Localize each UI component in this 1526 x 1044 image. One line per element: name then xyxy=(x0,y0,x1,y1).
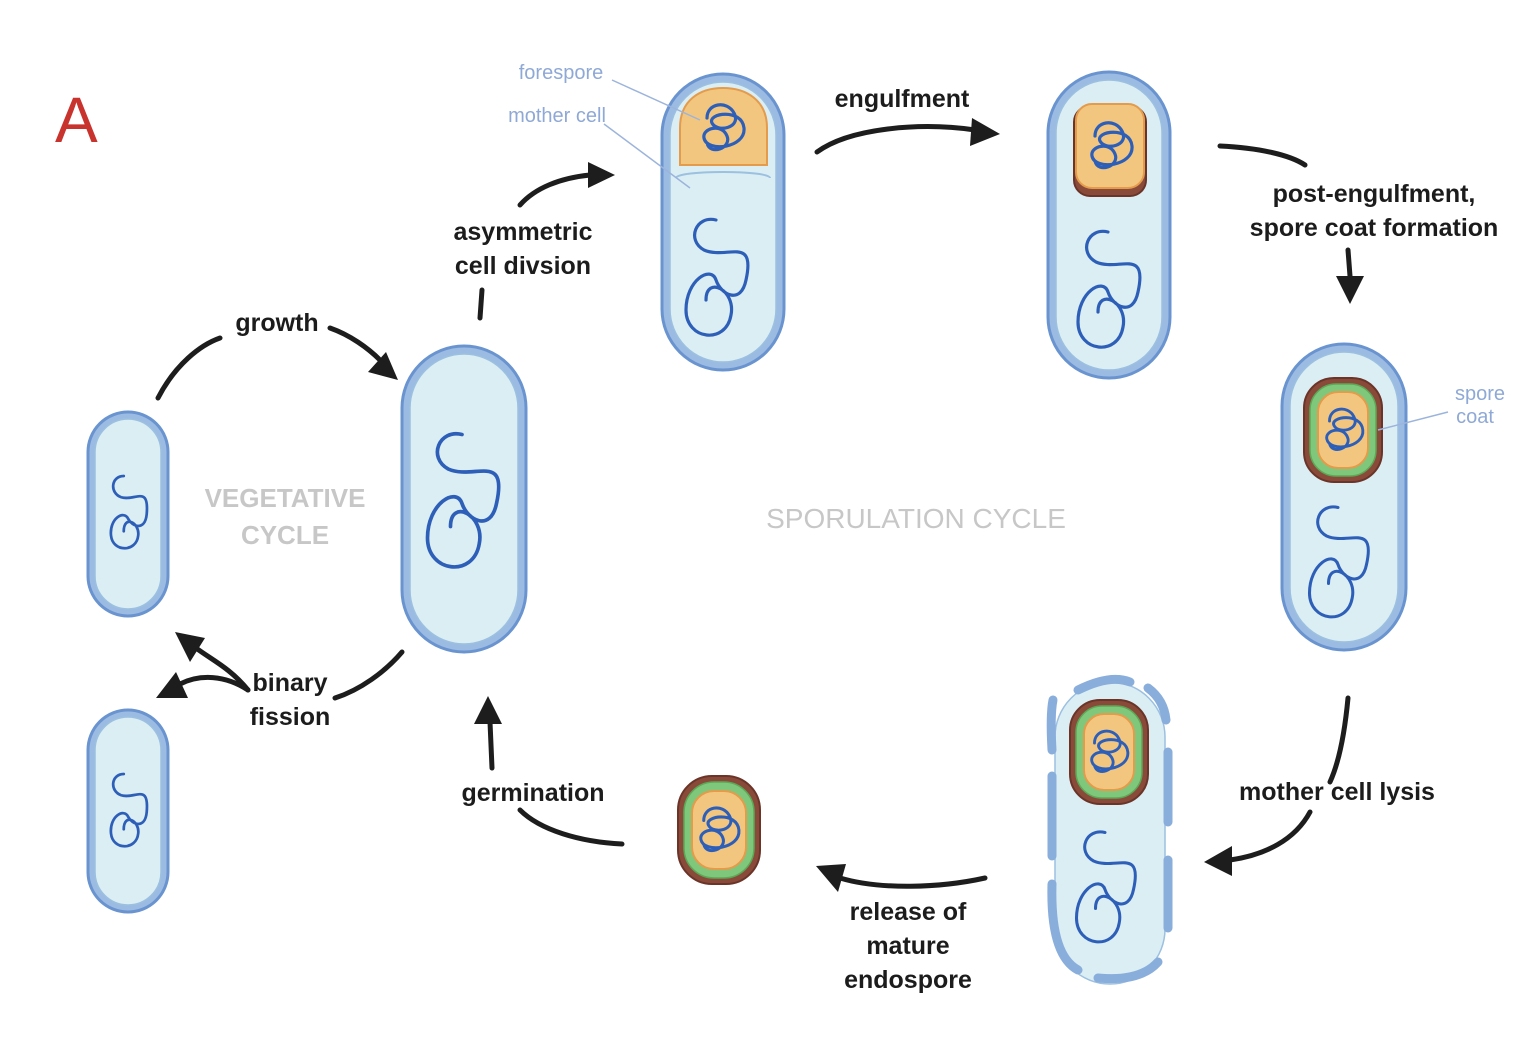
asymmetric-division-cell xyxy=(660,72,786,372)
post-engulfment-arrow xyxy=(1345,247,1353,279)
panel-letter: A xyxy=(55,84,98,156)
binary-fission-arrow-down xyxy=(177,674,251,693)
annotation-forespore: forespore xyxy=(519,62,604,84)
growth-arrow xyxy=(327,325,383,363)
label-engulfment: engulfment xyxy=(835,85,970,113)
engulfment-cell xyxy=(1046,70,1172,380)
asymmetric-arrow xyxy=(517,172,593,208)
post-engulfment-arrowhead xyxy=(1336,276,1364,304)
engulfment-arrow xyxy=(814,124,978,155)
germination-arrow-tail xyxy=(517,807,625,847)
label-binary-line1: binary xyxy=(252,669,327,697)
binary-fission-arrowhead-down xyxy=(156,672,188,698)
mature-endospore xyxy=(677,775,761,885)
release-arrow xyxy=(837,875,988,889)
label-post-engulfment-line1: post-engulfment, xyxy=(1273,180,1476,208)
label-mother-cell-lysis: mother cell lysis xyxy=(1239,778,1435,806)
asymmetric-arrowhead xyxy=(588,162,615,188)
vegetative-cell-grown xyxy=(400,344,528,654)
post-engulfment-arrow-tail xyxy=(1217,143,1308,168)
label-post-engulfment-line2: spore coat formation xyxy=(1250,214,1499,242)
growth-arrow-tail xyxy=(155,335,223,401)
lysis-arrowhead xyxy=(1204,846,1232,876)
vegetative-cell-small-bottom xyxy=(86,708,170,914)
annotation-spore-line1: spore xyxy=(1455,383,1505,405)
spore-coat-leader-line xyxy=(1377,411,1449,431)
mother-cell-leader-line xyxy=(603,123,691,189)
label-release-line1: release of xyxy=(850,898,967,926)
annotation-mother-cell: mother cell xyxy=(508,105,606,127)
label-vegetative-cycle-line1: VEGETATIVE xyxy=(205,483,366,513)
vegetative-cell-small-top xyxy=(86,410,170,618)
lysis-arrow-tail xyxy=(1327,695,1351,785)
asymmetric-arrow-tail xyxy=(477,287,485,321)
forespore-leader-line xyxy=(611,79,701,121)
label-asymmetric-line1: asymmetric xyxy=(454,218,593,246)
lysed-mother-cell xyxy=(1046,674,1173,985)
annotation-spore-line2: coat xyxy=(1456,406,1494,428)
label-binary-line2: fission xyxy=(250,703,331,731)
binary-fission-arrowhead-up xyxy=(175,632,205,662)
forespore xyxy=(679,86,768,166)
label-asymmetric-line2: cell divsion xyxy=(455,252,591,280)
growth-arrowhead xyxy=(368,352,398,380)
label-vegetative-cycle-line2: CYCLE xyxy=(241,520,329,550)
spore-coat-formation-cell xyxy=(1280,342,1408,652)
germination-arrow xyxy=(487,719,495,771)
label-release-line3: endospore xyxy=(844,966,972,994)
binary-fission-arrow-tail xyxy=(332,649,405,701)
germination-arrowhead xyxy=(474,696,502,724)
release-arrowhead xyxy=(816,864,846,892)
label-release-line2: mature xyxy=(866,932,949,960)
label-growth: growth xyxy=(235,309,318,337)
lysis-arrow xyxy=(1227,809,1313,863)
label-sporulation-cycle: SPORULATION CYCLE xyxy=(766,503,1066,534)
label-germination: germination xyxy=(461,779,604,807)
engulfment-arrowhead xyxy=(970,118,1000,146)
